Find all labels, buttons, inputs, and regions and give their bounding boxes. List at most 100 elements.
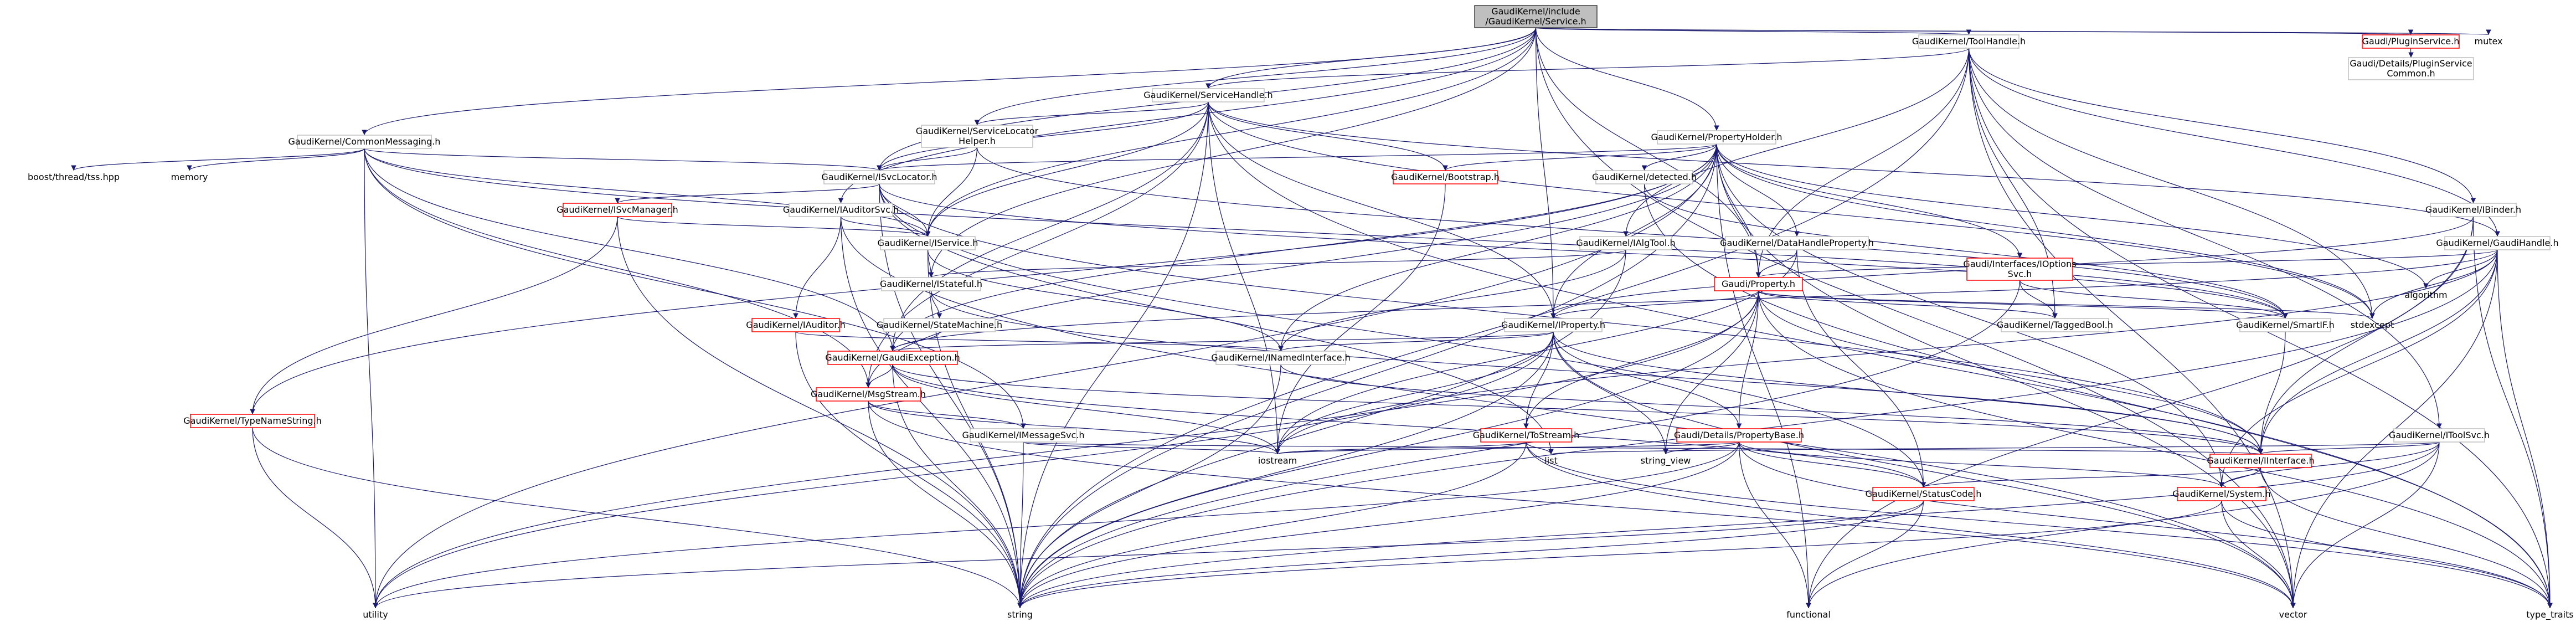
node-label: GaudiKernel/PropertyHolder.h bbox=[1651, 132, 1782, 142]
node-iauditorsvc[interactable]: GaudiKernel/IAuditorSvc.h bbox=[783, 203, 899, 217]
node-root[interactable]: GaudiKernel/include/GaudiKernel/Service.… bbox=[1474, 5, 1598, 28]
node-propertybase[interactable]: Gaudi/Details/PropertyBase.h bbox=[1674, 428, 1804, 443]
edge-isvcmanager-to-string bbox=[617, 216, 1023, 609]
node-label: GaudiKernel/Bootstrap.h bbox=[1391, 172, 1500, 182]
edge-commonmsg-to-utility bbox=[364, 148, 378, 609]
node-propholder[interactable]: GaudiKernel/PropertyHolder.h bbox=[1651, 130, 1782, 145]
edge-statuscode-to-functional bbox=[1806, 500, 1924, 609]
node-tostream[interactable]: GaudiKernel/ToStream.h bbox=[1473, 428, 1580, 443]
node-iservice[interactable]: GaudiKernel/IService.h bbox=[878, 236, 978, 250]
node-label: stdexcept bbox=[2351, 320, 2394, 330]
edge-property-to-taggedbool bbox=[1758, 290, 2058, 319]
edge-svclocatorhelper-to-isvclocator bbox=[877, 147, 978, 171]
node-label: GaudiKernel/INamedInterface.h bbox=[1211, 352, 1351, 363]
edge-svchandle-to-stdexcept bbox=[1208, 101, 2375, 319]
node-box bbox=[563, 203, 672, 217]
node-label: GaudiKernel/TypeNameString.h bbox=[183, 415, 322, 426]
node-statemachine[interactable]: GaudiKernel/StateMachine.h bbox=[877, 318, 1002, 332]
edge-itoolsvc-to-iinterface bbox=[2258, 441, 2440, 455]
node-msgstream[interactable]: GaudiKernel/MsgStream.h bbox=[811, 387, 926, 402]
node-system[interactable]: GaudiKernel/System.h bbox=[2172, 487, 2271, 501]
node-label: vector bbox=[2279, 609, 2307, 620]
edge-pluginsvc-to-plugincommon bbox=[2408, 48, 2414, 58]
node-datahandleprop[interactable]: GaudiKernel/DataHandleProperty.h bbox=[1720, 236, 1874, 250]
edge-property-to-iproperty bbox=[1550, 290, 1759, 319]
node-label: GaudiKernel/IToolSvc.h bbox=[2389, 430, 2490, 440]
node-ibinder[interactable]: GaudiKernel/IBinder.h bbox=[2425, 203, 2521, 217]
node-isvcmanager[interactable]: GaudiKernel/ISvcManager.h bbox=[557, 203, 678, 217]
edge-svclocatorhelper-to-iservice bbox=[925, 147, 978, 237]
edge-itoolsvc-to-vector bbox=[2290, 441, 2440, 609]
edge-svchandle-to-gaudiexception bbox=[890, 101, 1209, 352]
edge-smartif-to-iinterface bbox=[2258, 331, 2286, 455]
edge-iauditorsvc-to-iauditor bbox=[793, 216, 842, 319]
edge-ialgtool-to-istateful bbox=[929, 249, 1626, 278]
node-label: functional bbox=[1786, 609, 1831, 620]
edge-property-to-utility bbox=[373, 290, 1759, 609]
edge-property-to-string bbox=[1017, 290, 1759, 609]
node-box bbox=[2444, 236, 2551, 250]
node-label: GaudiKernel/IAuditor.h bbox=[746, 320, 845, 330]
node-box bbox=[2430, 203, 2517, 217]
edge-propholder-to-algorithm bbox=[1716, 143, 2429, 289]
node-toolhandle[interactable]: GaudiKernel/ToolHandle.h bbox=[1912, 34, 2026, 49]
node-label: Helper.h bbox=[959, 136, 996, 146]
edge-ibinder-to-type-traits bbox=[2472, 216, 2553, 609]
node-box bbox=[2209, 454, 2312, 468]
node-label: utility bbox=[363, 609, 388, 620]
node-commonmsg[interactable]: GaudiKernel/CommonMessaging.h bbox=[288, 135, 441, 149]
edge-ioptionssvc-to-taggedbool bbox=[2019, 280, 2058, 319]
node-iauditor[interactable]: GaudiKernel/IAuditor.h bbox=[746, 318, 846, 332]
edge-iauditorsvc-to-string bbox=[840, 216, 1023, 609]
node-svchandle[interactable]: GaudiKernel/ServiceHandle.h bbox=[1143, 88, 1273, 102]
node-label: Gaudi/Interfaces/IOptions bbox=[1963, 259, 2076, 269]
edge-toolhandle-to-ialgtool bbox=[1623, 48, 1970, 237]
node-pluginsvc[interactable]: Gaudi/PluginService.h bbox=[2362, 34, 2460, 49]
edge-gaudiexception-to-statuscode bbox=[892, 364, 1926, 488]
edge-toolhandle-to-vector bbox=[1968, 48, 2296, 609]
edge-root-to-istateful bbox=[928, 27, 1537, 278]
node-taggedbool[interactable]: GaudiKernel/TaggedBool.h bbox=[1997, 318, 2113, 332]
node-box bbox=[1215, 351, 1346, 365]
node-box bbox=[190, 414, 315, 428]
node-label: GaudiKernel/IProperty.h bbox=[1501, 320, 1605, 330]
node-gaudihandle[interactable]: GaudiKernel/GaudiHandle.h bbox=[2436, 236, 2559, 250]
node-statuscode[interactable]: GaudiKernel/StatusCode.h bbox=[1866, 487, 1982, 501]
node-iproperty[interactable]: GaudiKernel/IProperty.h bbox=[1501, 318, 1605, 332]
node-itoolsvc[interactable]: GaudiKernel/IToolSvc.h bbox=[2389, 428, 2490, 443]
edge-commonmsg-to-iservice bbox=[364, 148, 931, 237]
edge-propholder-to-bootstrap bbox=[1442, 143, 1717, 171]
node-gaudiexception[interactable]: GaudiKernel/GaudiException.h bbox=[825, 351, 960, 365]
edge-propertybase-to-statuscode bbox=[1738, 441, 1926, 488]
node-isvclocator[interactable]: GaudiKernel/ISvcLocator.h bbox=[821, 170, 937, 184]
node-ialgtool[interactable]: GaudiKernel/IAlgTool.h bbox=[1576, 236, 1676, 250]
edge-ioptionssvc-to-string bbox=[1017, 280, 2021, 609]
node-bootstrap[interactable]: GaudiKernel/Bootstrap.h bbox=[1391, 170, 1500, 184]
node-smartif[interactable]: GaudiKernel/SmartIF.h bbox=[2236, 318, 2335, 332]
node-label: algorithm bbox=[2404, 290, 2447, 300]
node-box bbox=[1393, 170, 1498, 184]
edge-iproperty-to-string bbox=[1017, 331, 1554, 609]
node-label: GaudiKernel/IAuditorSvc.h bbox=[783, 204, 899, 215]
node-inamedinterface[interactable]: GaudiKernel/INamedInterface.h bbox=[1211, 351, 1351, 365]
node-label: GaudiKernel/ISvcLocator.h bbox=[821, 172, 937, 182]
node-typenamestring[interactable]: GaudiKernel/TypeNameString.h bbox=[183, 414, 322, 428]
edge-ioptionssvc-to-smartif bbox=[2019, 280, 2288, 319]
edge-gaudiexception-to-iinterface bbox=[892, 364, 2264, 455]
edge-propertybase-to-system bbox=[1738, 441, 2224, 488]
node-property[interactable]: Gaudi/Property.h bbox=[1714, 277, 1803, 291]
node-list: list bbox=[1544, 455, 1558, 466]
node-imessagesvc[interactable]: GaudiKernel/IMessageSvc.h bbox=[962, 428, 1085, 443]
node-box bbox=[1725, 236, 1869, 250]
edge-property-to-stdexcept bbox=[1758, 290, 2375, 319]
node-detected[interactable]: GaudiKernel/detected.h bbox=[1592, 170, 1697, 184]
node-memory: memory bbox=[171, 172, 208, 182]
edge-propertybase-to-iostream bbox=[1275, 441, 1740, 455]
node-box bbox=[2239, 318, 2331, 332]
node-istateful[interactable]: GaudiKernel/IStateful.h bbox=[880, 277, 982, 291]
node-iinterface[interactable]: GaudiKernel/IInterface.h bbox=[2207, 454, 2315, 468]
